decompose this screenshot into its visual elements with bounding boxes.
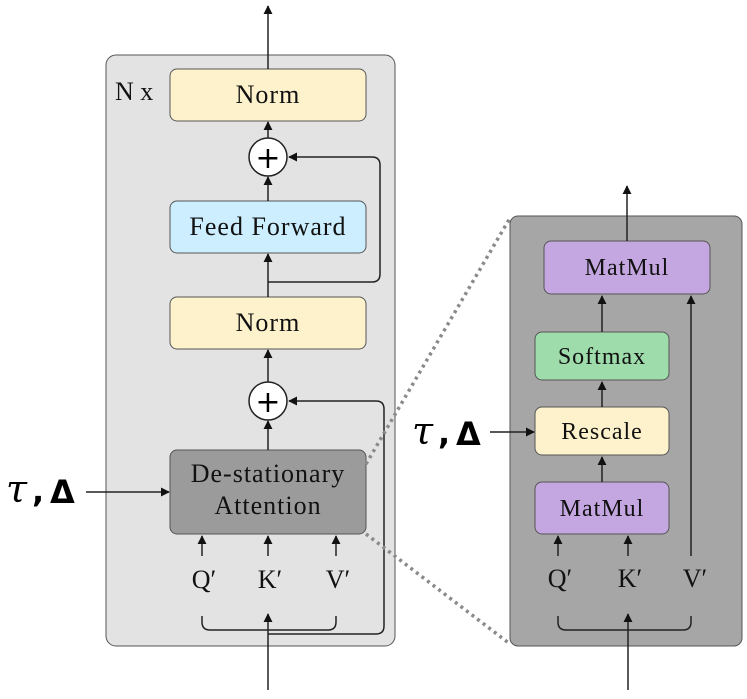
encoder-input-q: Q′	[192, 565, 216, 594]
detail-input-k: K′	[618, 564, 642, 593]
softmax-label: Softmax	[558, 344, 646, 370]
feed-forward-label: Feed Forward	[189, 212, 346, 241]
attention-detail-block: MatMul Softmax Rescale MatMul Q′ K′ V′	[509, 185, 743, 690]
encoder-block: N x Norm + Feed Forward Norm +	[105, 5, 396, 690]
rescale-block: Rescale	[534, 406, 670, 456]
zoom-line-top	[364, 217, 512, 465]
softmax-block: Softmax	[534, 331, 670, 381]
detail-input-q: Q′	[548, 564, 572, 593]
matmul-top-label: MatMul	[585, 255, 670, 281]
side-input-encoder: τ , Δ	[6, 467, 170, 511]
delta-symbol: Δ	[50, 473, 75, 511]
input-split	[557, 616, 692, 631]
comma-symbol: ,	[438, 414, 450, 452]
add-node-top: +	[248, 137, 288, 177]
feed-forward-block: Feed Forward	[169, 200, 367, 254]
matmul-bottom-label: MatMul	[560, 496, 645, 522]
detail-input-v: V′	[683, 564, 707, 593]
destationary-attention-block: De-stationary Attention	[169, 449, 367, 535]
repeat-label: N x	[115, 77, 153, 106]
comma-symbol: ,	[32, 472, 44, 510]
delta-symbol: Δ	[456, 415, 481, 453]
matmul-top-block: MatMul	[543, 240, 711, 295]
add-symbol: +	[255, 385, 280, 420]
attention-label-line1: De-stationary	[191, 459, 346, 488]
tau-symbol: τ	[412, 409, 434, 453]
residual-connection-attn	[268, 396, 385, 635]
norm-bottom-label: Norm	[236, 308, 301, 337]
tau-symbol: τ	[6, 467, 28, 511]
input-split	[201, 616, 337, 631]
norm-top-block: Norm	[169, 68, 367, 122]
encoder-input-k: K′	[258, 565, 282, 594]
norm-top-label: Norm	[236, 80, 301, 109]
matmul-bottom-block: MatMul	[534, 481, 670, 535]
norm-bottom-block: Norm	[169, 296, 367, 350]
rescale-label: Rescale	[561, 419, 643, 445]
add-symbol: +	[255, 141, 280, 176]
zoom-indicator	[364, 217, 512, 646]
attention-label-line2: Attention	[214, 491, 321, 520]
encoder-connectors	[197, 5, 385, 690]
add-node-bottom: +	[248, 381, 288, 421]
side-input-detail: τ , Δ	[412, 409, 535, 453]
detail-connectors	[553, 185, 696, 690]
residual-connection-ff	[268, 152, 381, 283]
encoder-panel	[105, 54, 396, 647]
encoder-input-v: V′	[326, 565, 350, 594]
zoom-line-bottom	[364, 532, 512, 646]
